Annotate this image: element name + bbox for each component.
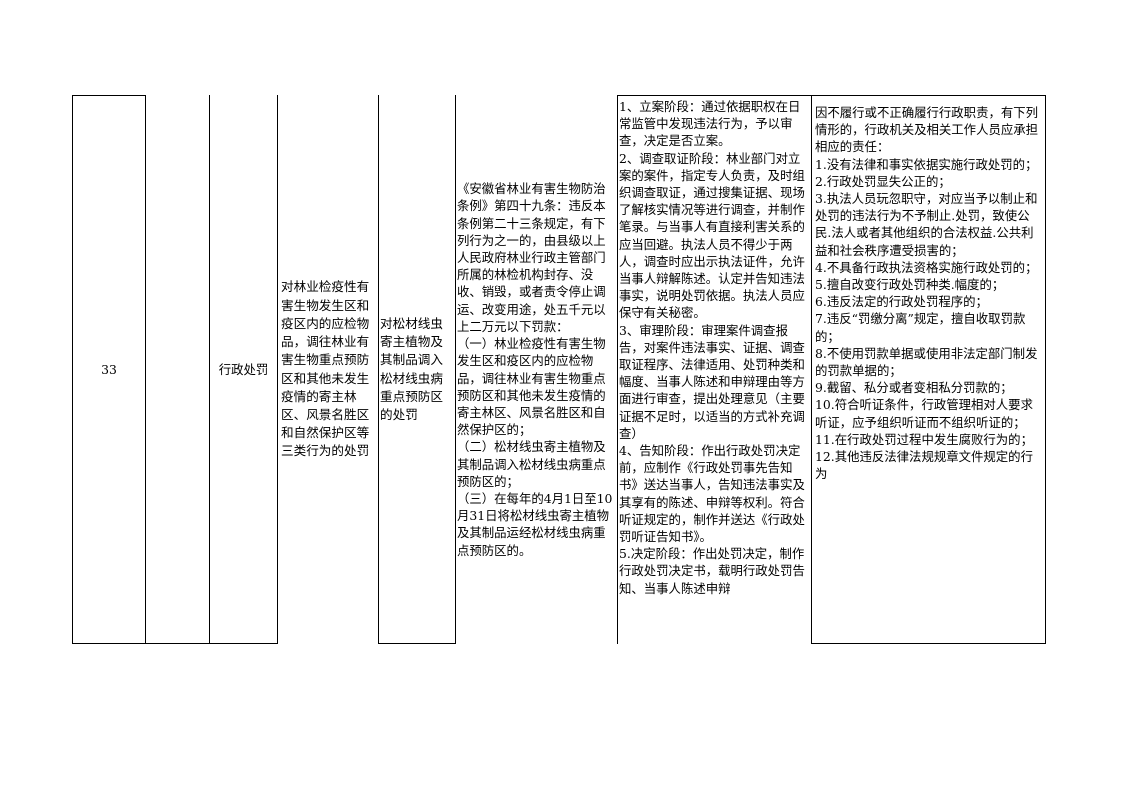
- basis-content: 《安徽省林业有害生物防治条例》第四十九条：违反本条例第二十三条规定，有下列行为之…: [457, 180, 616, 558]
- procedure-paragraph: 4、告知阶段：作出行政处罚决定前，应制作《行政处罚事先告知书》送达当事人，告知违…: [619, 443, 805, 545]
- row-responsibility: 因不履行或不正确履行行政职责，有下列情形的，行政机关及相关工作人员应承担相应的责…: [815, 104, 1043, 642]
- responsibility-paragraph: 7.违反“罚缴分离”规定，擅自收取罚款的；: [815, 311, 1026, 344]
- col-divider: [378, 95, 379, 644]
- responsibility-paragraph: 8.不使用罚款单据或使用非法定部门制发的罚款单据的；: [815, 345, 1038, 379]
- responsibility-paragraph: 4.不具备行政执法资格实施行政处罚的；: [815, 259, 1038, 275]
- col-divider: [617, 95, 618, 644]
- responsibility-paragraph: 11.在行政处罚过程中发生腐败行为的；: [815, 431, 1033, 447]
- row-sub-item: 对松材线虫寄主植物及其制品调入松材线虫病重点预防区的处罚: [380, 96, 454, 643]
- row-procedure: 1、立案阶段：通过依据职权在日常监管中发现违法行为，予以审查，决定是否立案。 2…: [619, 98, 810, 643]
- table-bottom-border: [378, 643, 456, 644]
- responsibility-paragraph: 10.符合听证条件，行政管理相对人要求听证，应予组织听证而不组织听证的；: [815, 397, 1033, 430]
- procedure-paragraph: 1、立案阶段：通过依据职权在日常监管中发现违法行为，予以审查，决定是否立案。: [619, 99, 801, 149]
- row-basis: 《安徽省林业有害生物防治条例》第四十九条：违反本条例第二十三条规定，有下列行为之…: [457, 96, 616, 643]
- row-sub-item-text: 对松材线虫寄主植物及其制品调入松材线虫病重点预防区的处罚: [380, 315, 443, 422]
- responsibility-paragraph: 6.违反法定的行政处罚程序的；: [815, 294, 988, 310]
- row-number: 33: [73, 96, 145, 643]
- col-divider: [72, 95, 73, 644]
- basis-paragraph: （二）松材线虫寄主植物及其制品调入松材线虫病重点预防区的；: [457, 439, 606, 489]
- basis-paragraph: （一）林业检疫性有害生物发生区和疫区内的应检物品，调往林业有害生物重点预防区和其…: [457, 336, 606, 438]
- responsibility-paragraph: 12.其他违反法律法规规章文件规定的行为: [815, 449, 1033, 482]
- col-divider: [1045, 95, 1046, 644]
- basis-paragraph: （三）在每年的4月1日至10月31日将松材线虫寄主植物及其制品运经松材线虫病重点…: [457, 490, 613, 558]
- row-code: [146, 96, 209, 643]
- row-category-text: 行政处罚: [218, 361, 269, 377]
- col-divider: [145, 95, 146, 644]
- table-top-border: [72, 95, 146, 96]
- procedure-paragraph: 2、调查取证阶段：林业部门对立案的案件，指定专人负责，及时组织调查取证，通过搜集…: [619, 150, 805, 321]
- col-divider: [455, 95, 456, 644]
- row-category: 行政处罚: [210, 96, 277, 643]
- col-divider: [209, 95, 210, 644]
- procedure-paragraph: 5.决定阶段：作出处罚决定，制作行政处罚决定书，载明行政处罚告知、当事人陈述申辩: [619, 546, 805, 596]
- row-number-text: 33: [101, 361, 117, 377]
- col-divider: [811, 95, 812, 644]
- responsibility-paragraph: 因不履行或不正确履行行政职责，有下列情形的，行政机关及相关工作人员应承担相应的责…: [815, 105, 1039, 155]
- col-divider: [277, 95, 278, 644]
- responsibility-paragraph: 3.执法人员玩忽职守，对应当予以制止和处罚的违法行为不予制止.处罚，致使公民.法…: [815, 191, 1038, 258]
- table-bottom-border: [72, 643, 278, 644]
- basis-paragraph: 《安徽省林业有害生物防治条例》第四十九条：违反本条例第二十三条规定，有下列行为之…: [457, 181, 606, 334]
- responsibility-paragraph: 2.行政处罚显失公正的；: [815, 173, 951, 189]
- row-item-name-text: 对林业检疫性有害生物发生区和疫区内的应检物品，调往林业有害生物重点预防区和其他未…: [281, 279, 370, 459]
- procedure-paragraph: 3、审理阶段：审理案件调查报告，对案件违法事实、证据、调查取证程序、法律适用、处…: [619, 322, 805, 441]
- responsibility-paragraph: 1.没有法律和事实依据实施行政处罚的；: [815, 156, 1038, 172]
- row-item-name: 对林业检疫性有害生物发生区和疫区内的应检物品，调往林业有害生物重点预防区和其他未…: [280, 96, 376, 643]
- responsibility-paragraph: 5.擅自改变行政处罚种类.幅度的；: [815, 277, 1005, 293]
- table-bottom-border: [812, 643, 1046, 644]
- table-top-border: [618, 95, 1046, 96]
- responsibility-paragraph: 9.截留、私分或者变相私分罚款的；: [815, 380, 1013, 396]
